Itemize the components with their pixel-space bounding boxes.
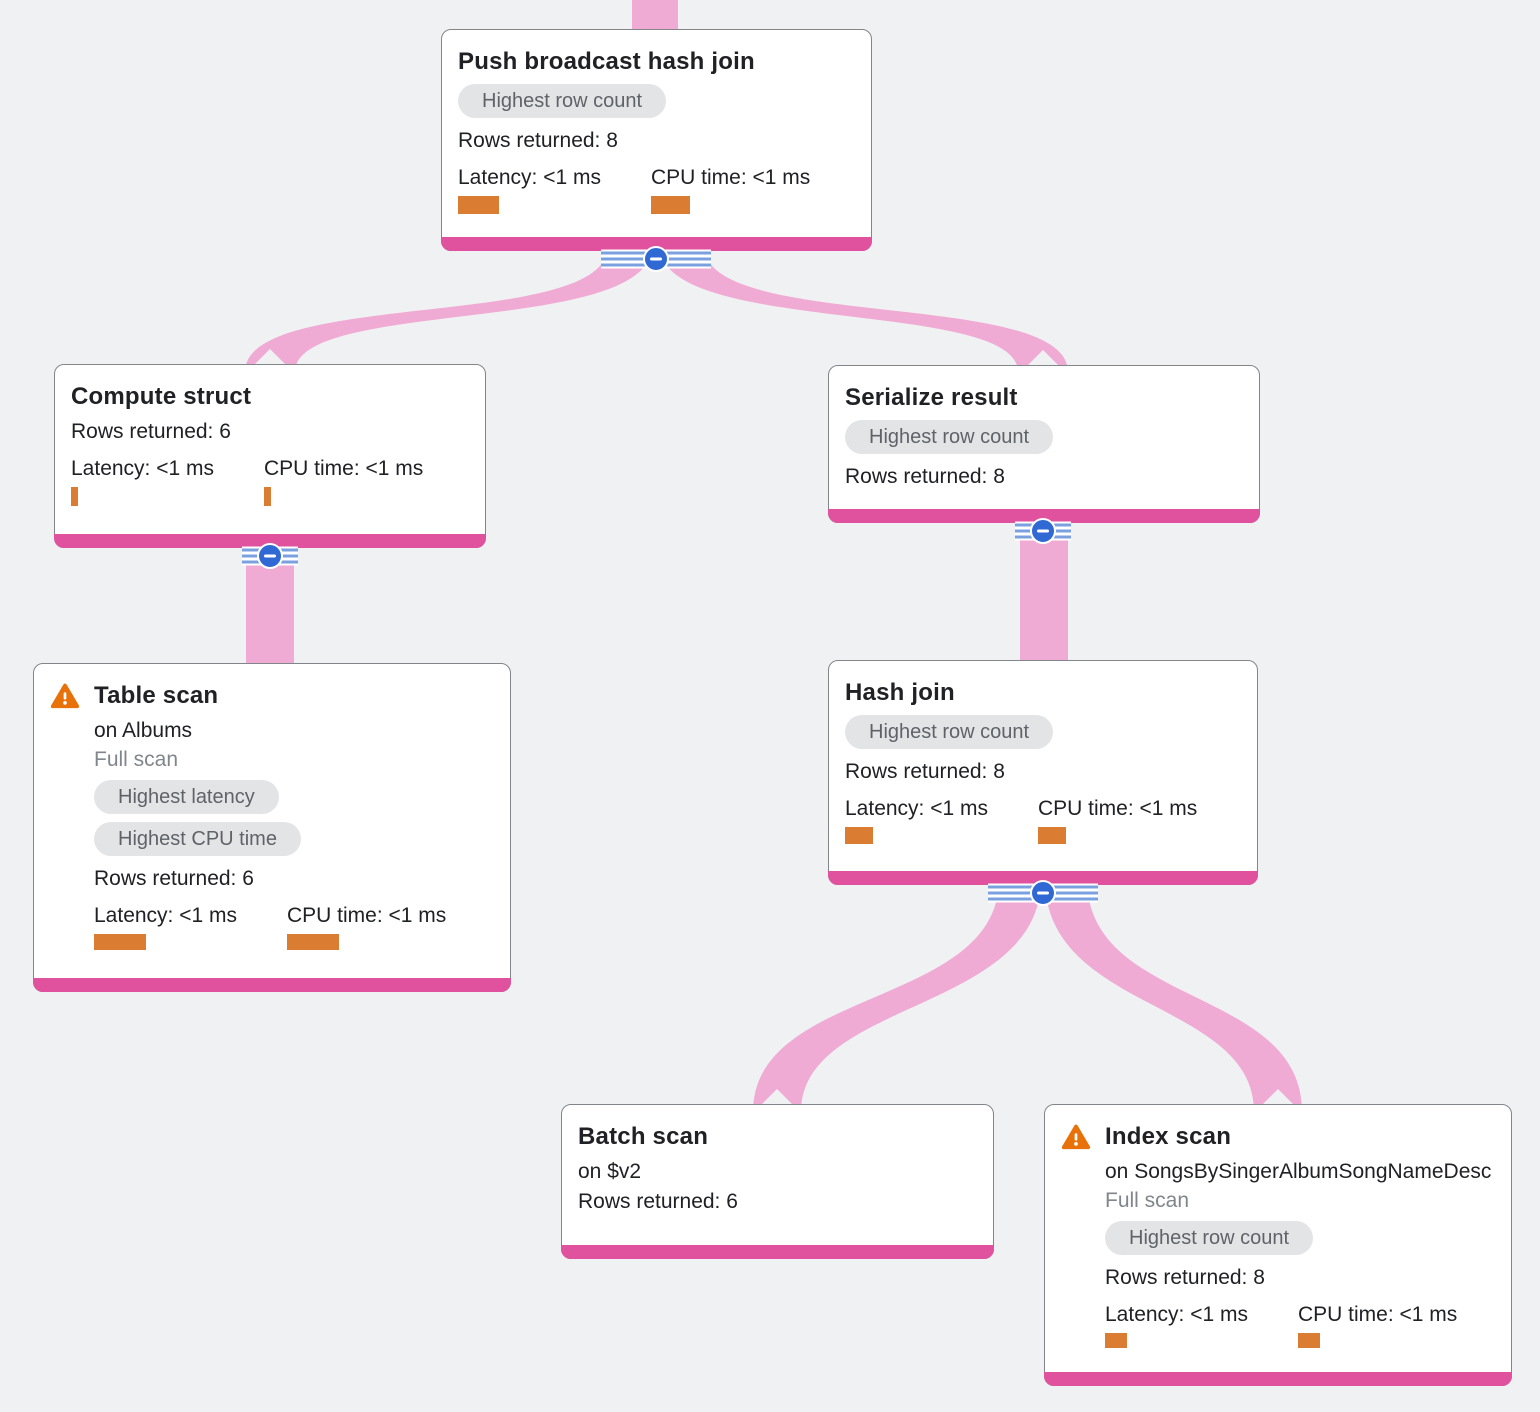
plan-node-batch-scan[interactable]: Batch scan on $v2 Rows returned: 6 bbox=[561, 1104, 994, 1259]
plan-node-index-scan[interactable]: Index scan on SongsBySingerAlbumSongName… bbox=[1044, 1104, 1512, 1386]
edge-ribbon-hash-batch bbox=[753, 879, 1041, 1112]
cpu-time-label: CPU time: <1 ms bbox=[264, 457, 424, 480]
edge-ribbon-root-compute bbox=[245, 246, 652, 372]
minus-icon bbox=[650, 257, 662, 261]
minus-icon bbox=[1037, 891, 1049, 895]
node-title: Table scan bbox=[94, 682, 219, 709]
latency-label: Latency: <1 ms bbox=[458, 166, 601, 189]
edge-ribbon-root-serialize bbox=[660, 246, 1068, 372]
plan-node-compute-struct[interactable]: Compute struct Rows returned: 6 Latency:… bbox=[54, 364, 486, 548]
latency-label: Latency: <1 ms bbox=[845, 797, 988, 820]
badge-highest-row-count: Highest row count bbox=[458, 84, 667, 118]
edge-notch bbox=[1261, 1089, 1295, 1106]
badge-highest-latency: Highest latency bbox=[94, 780, 279, 814]
node-title: Index scan bbox=[1105, 1123, 1232, 1150]
latency-bar bbox=[71, 487, 78, 506]
latency-bar bbox=[94, 934, 146, 950]
node-subtitle: on Albums bbox=[94, 719, 193, 742]
cpu-time-bar bbox=[287, 934, 339, 950]
node-footer-bar bbox=[561, 1245, 994, 1259]
latency-bar bbox=[458, 196, 499, 214]
rows-returned: Rows returned: 8 bbox=[845, 760, 1005, 783]
rows-returned: Rows returned: 8 bbox=[1105, 1266, 1265, 1289]
latency-bar bbox=[845, 827, 873, 844]
node-footer-bar bbox=[828, 871, 1258, 885]
node-footer-bar bbox=[33, 978, 511, 992]
cpu-time-label: CPU time: <1 ms bbox=[1298, 1303, 1458, 1326]
latency-label: Latency: <1 ms bbox=[1105, 1303, 1248, 1326]
node-footer-bar bbox=[441, 237, 872, 251]
plan-node-serialize-result[interactable]: Serialize result Highest row count Rows … bbox=[828, 365, 1260, 523]
plan-node-hash-join[interactable]: Hash join Highest row count Rows returne… bbox=[828, 660, 1258, 885]
rows-returned: Rows returned: 8 bbox=[458, 129, 618, 152]
collapse-node-button[interactable] bbox=[257, 543, 283, 569]
cpu-time-bar bbox=[651, 196, 690, 214]
plan-node-table-scan[interactable]: Table scan on Albums Full scan Highest l… bbox=[33, 663, 511, 992]
warning-icon bbox=[1061, 1124, 1091, 1151]
node-title: Compute struct bbox=[71, 383, 252, 410]
node-footer-bar bbox=[1044, 1372, 1512, 1386]
collapse-node-button[interactable] bbox=[1030, 880, 1056, 906]
plan-node-push-broadcast-hash-join[interactable]: Push broadcast hash join Highest row cou… bbox=[441, 29, 872, 251]
minus-icon bbox=[1037, 529, 1049, 533]
cpu-time-bar bbox=[1038, 827, 1066, 844]
node-title: Batch scan bbox=[578, 1123, 709, 1150]
edge-ribbon-serialize-hash bbox=[1020, 517, 1068, 668]
minus-icon bbox=[264, 554, 276, 558]
node-title: Push broadcast hash join bbox=[458, 48, 755, 75]
badge-highest-row-count: Highest row count bbox=[845, 420, 1054, 454]
collapse-node-button[interactable] bbox=[1030, 518, 1056, 544]
warning-icon bbox=[50, 683, 80, 710]
rows-returned: Rows returned: 6 bbox=[578, 1190, 738, 1213]
badge-highest-row-count: Highest row count bbox=[1105, 1221, 1314, 1255]
cpu-time-bar bbox=[264, 487, 271, 506]
latency-bar bbox=[1105, 1333, 1127, 1348]
scan-type-label: Full scan bbox=[94, 748, 179, 771]
node-subtitle: on $v2 bbox=[578, 1160, 642, 1183]
collapse-node-button[interactable] bbox=[643, 246, 669, 272]
rows-returned: Rows returned: 6 bbox=[71, 420, 231, 443]
node-footer-bar bbox=[54, 534, 486, 548]
badge-highest-row-count: Highest row count bbox=[845, 715, 1054, 749]
cpu-time-label: CPU time: <1 ms bbox=[1038, 797, 1198, 820]
cpu-time-label: CPU time: <1 ms bbox=[651, 166, 811, 189]
rows-returned: Rows returned: 6 bbox=[94, 867, 254, 890]
latency-label: Latency: <1 ms bbox=[71, 457, 214, 480]
edge-ribbon-parent-root bbox=[632, 0, 678, 36]
cpu-time-label: CPU time: <1 ms bbox=[287, 904, 447, 927]
edge-notch bbox=[760, 1089, 794, 1106]
node-title: Serialize result bbox=[845, 384, 1018, 411]
cpu-time-bar bbox=[1298, 1333, 1320, 1348]
node-subtitle: on SongsBySingerAlbumSongNameDesc bbox=[1105, 1160, 1492, 1183]
rows-returned: Rows returned: 8 bbox=[845, 465, 1005, 488]
scan-type-label: Full scan bbox=[1105, 1189, 1190, 1212]
latency-label: Latency: <1 ms bbox=[94, 904, 237, 927]
badge-highest-cpu-time: Highest CPU time bbox=[94, 822, 301, 856]
edge-notch bbox=[253, 349, 287, 366]
edge-ribbon-compute-table bbox=[246, 542, 294, 670]
node-footer-bar bbox=[828, 509, 1260, 523]
node-title: Hash join bbox=[845, 679, 955, 706]
edge-notch bbox=[1026, 350, 1060, 367]
edge-ribbon-hash-index bbox=[1045, 879, 1302, 1112]
